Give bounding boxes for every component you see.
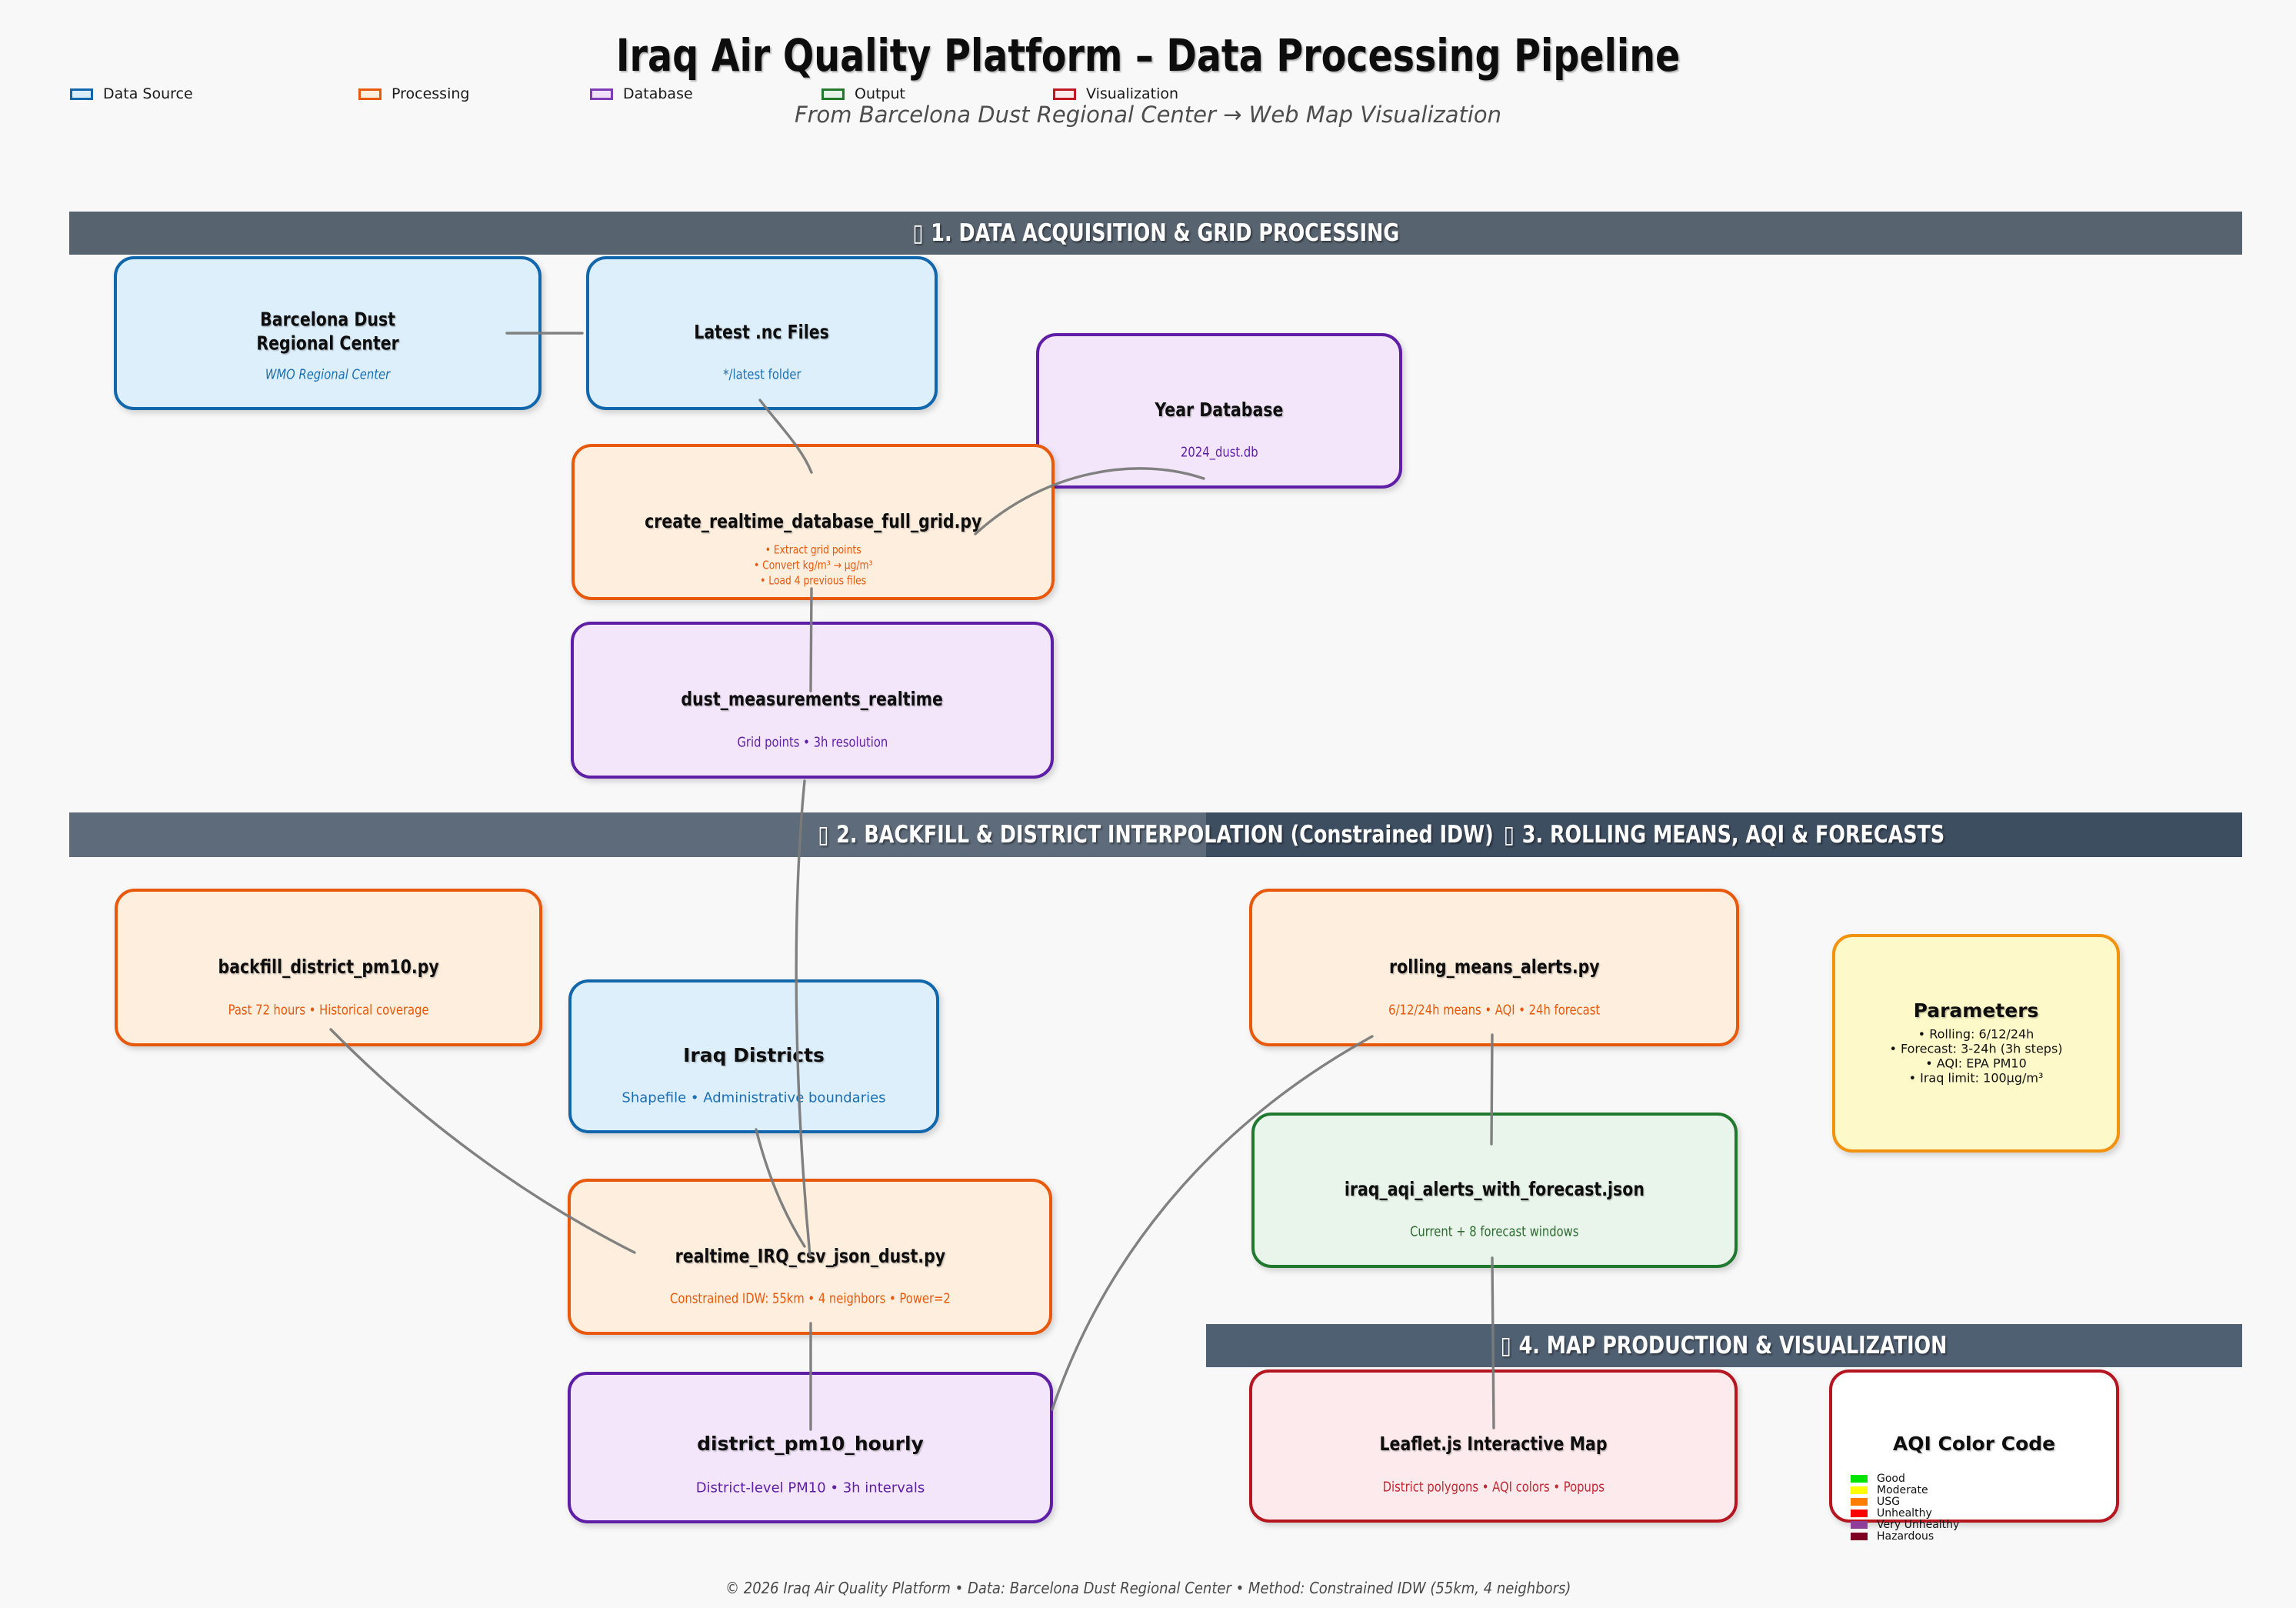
node-subtitle: Current + 8 forecast windows	[1410, 1223, 1579, 1240]
node-backfill-district-pm10: backfill_district_pm10.py Past 72 hours …	[115, 889, 542, 1046]
visualization-swatch-icon	[1053, 88, 1076, 100]
node-title: Barcelona Dust Regional Center	[256, 308, 399, 355]
node-title: rolling_means_alerts.py	[1388, 955, 1600, 978]
page-footer: © 2026 Iraq Air Quality Platform • Data:…	[725, 1579, 1571, 1597]
node-title: district_pm10_hourly	[697, 1432, 924, 1455]
output-swatch-icon	[821, 88, 845, 100]
legend-item-processing: Processing	[358, 82, 469, 106]
legend-item-database: Database	[590, 82, 693, 106]
section-bar-1	[69, 212, 2242, 255]
legend-label: Processing	[392, 85, 470, 102]
node-leaflet-interactive-map: Leaflet.js Interactive Map District poly…	[1249, 1369, 1738, 1523]
node-title: Year Database	[1155, 399, 1284, 422]
node-subtitle: Grid points • 3h resolution	[737, 734, 888, 751]
aqi-legend-row: Unhealthy	[1851, 1507, 1959, 1520]
data-source-swatch-icon	[70, 88, 93, 100]
node-subtitle: Constrained IDW: 55km • 4 neighbors • Po…	[669, 1290, 951, 1307]
node-year-database: Year Database 2024_dust.db	[1036, 333, 1402, 489]
node-district-pm10-hourly: district_pm10_hourly District-level PM10…	[568, 1372, 1053, 1523]
aqi-color-legend: Good Moderate USG Unhealthy Very Unhealt…	[1851, 1473, 1959, 1543]
node-title: dust_measurements_realtime	[681, 688, 944, 711]
page-subtitle: From Barcelona Dust Regional Center → We…	[794, 102, 1502, 128]
legend-label: Database	[623, 85, 693, 102]
node-title: Iraq Districts	[683, 1044, 825, 1067]
node-iraq-aqi-alerts-json: iraq_aqi_alerts_with_forecast.json Curre…	[1251, 1113, 1738, 1268]
node-title: realtime_IRQ_csv_json_dust.py	[675, 1244, 945, 1267]
page-title-text: Iraq Air Quality Platform – Data Process…	[615, 29, 1681, 82]
node-latest-nc-files: Latest .nc Files */latest folder	[586, 256, 938, 410]
node-title: Parameters	[1913, 999, 2039, 1022]
node-subtitle: WMO Regional Center	[265, 366, 391, 383]
node-subtitle: 6/12/24h means • AQI • 24h forecast	[1388, 1002, 1601, 1019]
node-title: Leaflet.js Interactive Map	[1379, 1432, 1608, 1455]
section-bar-3	[1206, 812, 2242, 857]
node-aqi-color-code: AQI Color Code Good Moderate USG Unhealt…	[1829, 1369, 2119, 1543]
node-title: AQI Color Code	[1892, 1432, 2056, 1455]
node-title: Latest .nc Files	[694, 321, 830, 344]
legend-label: Visualization	[1086, 85, 1179, 102]
aqi-legend-row: Very Unhealthy	[1851, 1519, 1959, 1531]
node-subtitle: Past 72 hours • Historical coverage	[228, 1002, 429, 1019]
node-iraq-districts: Iraq Districts Shapefile • Administrativ…	[568, 979, 939, 1133]
node-subtitle: District polygons • AQI colors • Popups	[1382, 1479, 1605, 1496]
legend-label: Output	[855, 85, 905, 102]
node-subtitle: 2024_dust.db	[1180, 444, 1258, 461]
node-title: create_realtime_database_full_grid.py	[644, 509, 982, 532]
aqi-usg-swatch-icon	[1851, 1497, 1868, 1506]
page-title: Iraq Air Quality Platform – Data Process…	[0, 29, 2296, 82]
node-title: iraq_aqi_alerts_with_forecast.json	[1344, 1178, 1645, 1201]
node-subtitle: Shapefile • Administrative boundaries	[621, 1089, 886, 1106]
node-subtitle: District-level PM10 • 3h intervals	[695, 1480, 925, 1496]
aqi-legend-row: Good	[1851, 1473, 1959, 1485]
aqi-unhealthy-swatch-icon	[1851, 1509, 1868, 1517]
aqi-very-unhealthy-swatch-icon	[1851, 1520, 1868, 1529]
legend-label: Data Source	[103, 85, 193, 102]
database-swatch-icon	[590, 88, 613, 100]
node-bullets: • Extract grid points • Convert kg/m³ → …	[753, 542, 873, 587]
aqi-legend-row: Moderate	[1851, 1484, 1959, 1496]
node-bullets: • Rolling: 6/12/24h • Forecast: 3-24h (3…	[1889, 1026, 2063, 1086]
node-parameters: Parameters • Rolling: 6/12/24h • Forecas…	[1832, 934, 2120, 1153]
aqi-moderate-swatch-icon	[1851, 1486, 1868, 1494]
aqi-legend-row: USG	[1851, 1496, 1959, 1508]
section-bar-4	[1206, 1324, 2242, 1367]
processing-swatch-icon	[358, 88, 382, 100]
aqi-legend-row: Hazardous	[1851, 1530, 1959, 1543]
aqi-hazardous-swatch-icon	[1851, 1532, 1868, 1540]
legend-item-output: Output	[821, 82, 905, 106]
node-barcelona-dust-regional-center: Barcelona Dust Regional Center WMO Regio…	[114, 256, 542, 410]
legend-item-data-source: Data Source	[70, 82, 193, 106]
legend-item-visualization: Visualization	[1053, 82, 1178, 106]
node-title: backfill_district_pm10.py	[218, 955, 439, 978]
node-realtime-irq-csv-json-dust: realtime_IRQ_csv_json_dust.py Constraine…	[568, 1179, 1052, 1335]
node-rolling-means-alerts: rolling_means_alerts.py 6/12/24h means •…	[1249, 889, 1739, 1046]
aqi-good-swatch-icon	[1851, 1474, 1868, 1483]
node-dust-measurements-realtime: dust_measurements_realtime Grid points •…	[571, 622, 1054, 779]
node-create-realtime-database-script: create_realtime_database_full_grid.py • …	[572, 444, 1055, 600]
node-subtitle: */latest folder	[722, 366, 801, 383]
